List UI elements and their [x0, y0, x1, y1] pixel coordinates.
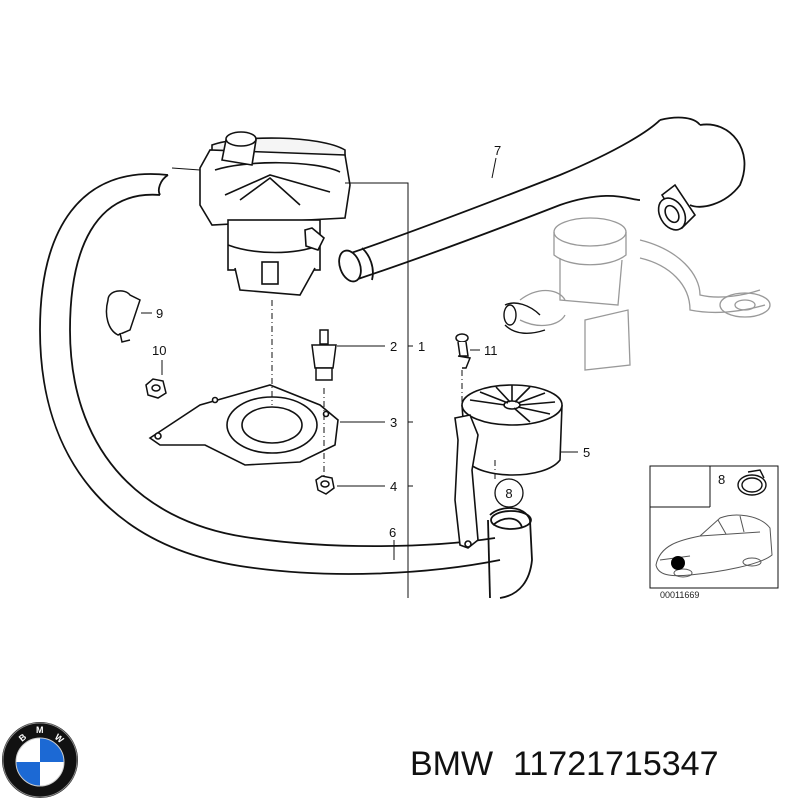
check-valve-ghost [519, 217, 771, 371]
callout-1: 1 [418, 339, 425, 354]
hose-6-end [487, 507, 533, 599]
callout-4: 4 [390, 479, 397, 494]
callout-10: 10 [152, 343, 166, 358]
location-inset: 8 00011669 [649, 465, 779, 600]
hose-7-lower-section [503, 302, 546, 334]
nut-10 [145, 378, 167, 399]
svg-text:M: M [36, 725, 44, 735]
callout-7: 7 [494, 143, 501, 158]
clip-9 [105, 290, 141, 343]
hose-6 [39, 173, 501, 575]
nut-4 [315, 475, 335, 495]
svg-text:B: B [17, 731, 29, 743]
hose-7-connector [657, 183, 697, 231]
alignment-dash-lines [271, 300, 496, 480]
brand-name: BMW [410, 745, 493, 783]
bmw-roundel-logo: B M W [2, 722, 78, 798]
callout-3: 3 [390, 415, 397, 430]
callout-11: 11 [484, 343, 498, 358]
part-number: 11721715347 [513, 745, 718, 783]
car-silhouette [655, 514, 773, 578]
location-marker [671, 556, 685, 570]
rubber-mount-2 [311, 329, 337, 381]
intake-silencer-5 [461, 384, 563, 476]
air-pump [199, 131, 351, 296]
inset-callout-8: 8 [718, 472, 725, 487]
hose-clamp [737, 469, 767, 496]
circled-callout-8: 8 [494, 478, 524, 508]
inset-reference-number: 00011669 [660, 590, 699, 600]
silencer-bracket [454, 414, 479, 549]
hose-7 [338, 116, 746, 283]
circled-callout-8-label: 8 [505, 486, 512, 501]
rivet-11 [455, 333, 472, 369]
bracket-3 [148, 384, 339, 466]
callout-2: 2 [390, 339, 397, 354]
callout-5: 5 [583, 445, 590, 460]
callout-9: 9 [156, 306, 163, 321]
callout-6: 6 [389, 525, 396, 540]
leader-lines [141, 157, 578, 598]
